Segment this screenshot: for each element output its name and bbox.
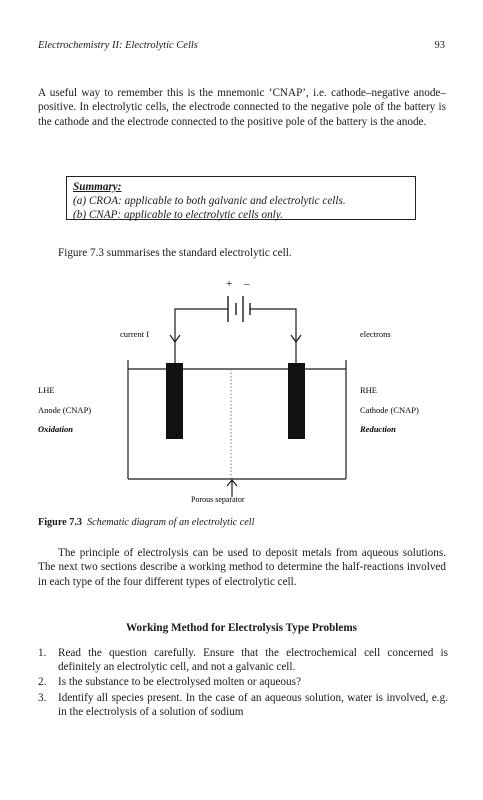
list-item: 2. Is the substance to be electrolysed m… <box>38 675 448 689</box>
caption-text: Schematic diagram of an electrolytic cel… <box>87 517 255 528</box>
summary-line-a: (a) CROA: applicable to both galvanic an… <box>73 195 346 208</box>
right-label-reduction: Reduction <box>359 424 396 434</box>
intro-paragraph: A useful way to remember this is the mne… <box>38 87 446 128</box>
summary-line-b: (b) CNAP: applicable to electrolytic cel… <box>73 209 283 222</box>
separator-arrow-icon <box>226 479 238 497</box>
step-text: Identify all species present. In the cas… <box>58 691 448 718</box>
circuit-wires <box>174 308 297 363</box>
electrolytic-cell-diagram: + – current I electrons <box>38 278 419 504</box>
left-label-anode: Anode (CNAP) <box>38 405 91 415</box>
step-text: Read the question carefully. Ensure that… <box>58 647 448 674</box>
cathode-electrode <box>288 363 305 439</box>
caption-label: Figure 7.3 <box>38 517 82 528</box>
anode-electrode <box>166 363 183 439</box>
right-label-cathode: Cathode (CNAP) <box>360 405 419 415</box>
list-item: 1. Read the question carefully. Ensure t… <box>38 646 448 674</box>
left-label-lhe: LHE <box>38 385 55 395</box>
summary-box: Summary: (a) CROA: applicable to both ga… <box>66 176 416 222</box>
current-label: current I <box>120 329 149 339</box>
page-number: 93 <box>434 40 446 51</box>
separator-label: Porous separator <box>191 495 245 504</box>
electron-arrow-icon <box>290 334 302 344</box>
electrons-label: electrons <box>360 329 391 339</box>
step-text: Is the substance to be electrolysed molt… <box>58 676 301 689</box>
battery-plus-label: + <box>226 278 232 290</box>
body-paragraph: The principle of electrolysis can be use… <box>38 547 446 588</box>
running-title: Electrochemistry II: Electrolytic Cells <box>38 40 198 51</box>
section-title: Working Method for Electrolysis Type Pro… <box>125 622 358 634</box>
battery-minus-label: – <box>243 278 250 290</box>
summary-title: Summary: <box>73 181 122 193</box>
battery-symbol <box>227 296 251 322</box>
steps-list: 1. Read the question carefully. Ensure t… <box>38 646 448 720</box>
figure-intro: Figure 7.3 summarises the standard elect… <box>58 247 292 259</box>
cell-container <box>127 360 347 480</box>
step-number: 1. <box>38 647 47 659</box>
step-number: 2. <box>38 676 47 689</box>
left-label-oxidation: Oxidation <box>38 424 73 434</box>
figure-caption: Figure 7.3 Schematic diagram of an elect… <box>38 517 254 528</box>
list-item: 3. Identify all species present. In the … <box>38 691 448 719</box>
current-arrow-icon <box>169 334 181 344</box>
step-number: 3. <box>38 691 47 704</box>
running-header: Electrochemistry II: Electrolytic Cells … <box>38 40 445 51</box>
right-label-rhe: RHE <box>360 385 377 395</box>
